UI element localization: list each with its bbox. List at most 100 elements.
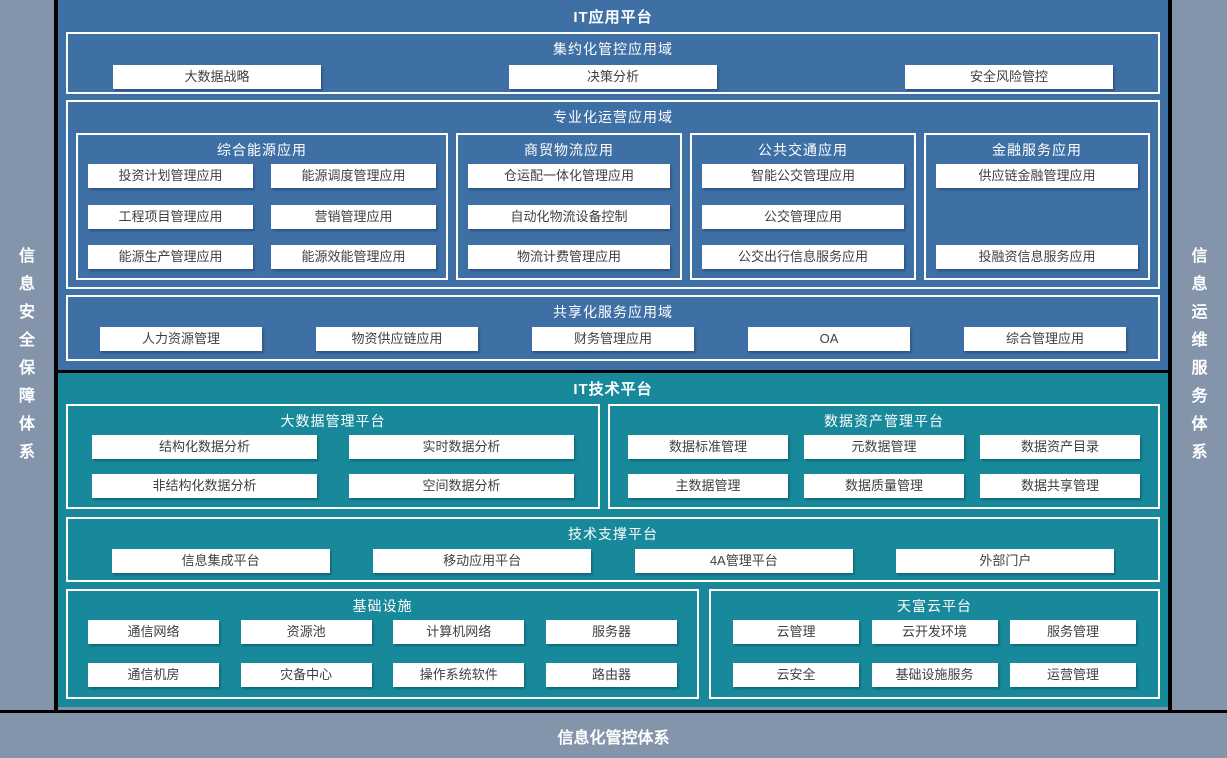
app-item: 公交管理应用 bbox=[702, 204, 904, 229]
tech-item: 路由器 bbox=[545, 663, 677, 687]
tech-item: 数据共享管理 bbox=[980, 474, 1140, 498]
domain-title: 专业化运营应用域 bbox=[553, 109, 673, 125]
tech-item: 服务器 bbox=[545, 620, 677, 644]
app-item: 大数据战略 bbox=[113, 65, 321, 89]
left-frame-security-system: 信息安全保障体系 bbox=[0, 0, 54, 710]
tech-row-data-platforms: 大数据管理平台 结构化数据分析 实时数据分析 非结构化数据分析 空间数据分析 数… bbox=[66, 404, 1160, 509]
item-pair: 工程项目管理应用 营销管理应用 bbox=[88, 204, 436, 229]
item-pair: 能源生产管理应用 能源效能管理应用 bbox=[88, 245, 436, 269]
app-item: 自动化物流设备控制 bbox=[468, 204, 670, 229]
app-item: 工程项目管理应用 bbox=[88, 204, 253, 229]
group-body: 供应链金融管理应用 投融资信息服务应用 bbox=[936, 164, 1138, 269]
domain-items-row: 人力资源管理 物资供应链应用 财务管理应用 OA 综合管理应用 bbox=[68, 326, 1158, 360]
domain-items-row: 大数据战略 决策分析 安全风险管控 bbox=[68, 63, 1158, 97]
section-title: 数据资产管理平台 bbox=[824, 413, 944, 429]
tech-item: 运营管理 bbox=[1010, 663, 1136, 687]
section-tech-support-platform: 技术支撑平台 信息集成平台 移动应用平台 4A管理平台 外部门户 bbox=[66, 517, 1160, 582]
app-item: 能源生产管理应用 bbox=[88, 245, 253, 269]
tech-item: 非结构化数据分析 bbox=[92, 474, 317, 498]
item-triple: 云安全 基础设施服务 运营管理 bbox=[733, 663, 1136, 687]
item-pair: 结构化数据分析 实时数据分析 bbox=[92, 435, 574, 459]
section-title: 技术支撑平台 bbox=[568, 526, 658, 542]
section-infrastructure: 基础设施 通信网络 资源池 计算机网络 服务器 通信机房 灾备中心 操作系统软件 bbox=[66, 589, 699, 699]
tech-item: 灾备中心 bbox=[240, 663, 372, 687]
item-quad: 通信机房 灾备中心 操作系统软件 路由器 bbox=[88, 663, 677, 687]
tech-item: 云开发环境 bbox=[871, 620, 998, 644]
domain-groups-row: 综合能源应用 投资计划管理应用 能源调度管理应用 工程项目管理应用 营销管理应用 bbox=[68, 131, 1158, 287]
it-tech-platform-panel: IT技术平台 大数据管理平台 结构化数据分析 实时数据分析 非结构化数据分析 空… bbox=[58, 373, 1168, 707]
bottom-frame-label: 信息化管控体系 bbox=[557, 729, 670, 747]
section-body: 结构化数据分析 实时数据分析 非结构化数据分析 空间数据分析 bbox=[92, 435, 574, 498]
tech-item: 外部门户 bbox=[896, 549, 1115, 573]
tech-item: 数据质量管理 bbox=[804, 474, 964, 498]
section-data-asset-management-platform: 数据资产管理平台 数据标准管理 元数据管理 数据资产目录 主数据管理 数据质量管… bbox=[608, 404, 1160, 509]
it-app-platform-panel: IT应用平台 集约化管控应用域 大数据战略 决策分析 安全风险管控 专业化运营应… bbox=[58, 0, 1168, 373]
tech-item: 数据标准管理 bbox=[628, 435, 788, 459]
app-item: 物资供应链应用 bbox=[316, 327, 478, 351]
section-title: 基础设施 bbox=[352, 598, 413, 614]
group-title: 金融服务应用 bbox=[992, 142, 1082, 158]
section-body: 数据标准管理 元数据管理 数据资产目录 主数据管理 数据质量管理 数据共享管理 bbox=[628, 435, 1140, 498]
app-item: 安全风险管控 bbox=[905, 65, 1113, 89]
app-item: 公交出行信息服务应用 bbox=[702, 245, 904, 269]
it-app-platform-title: IT应用平台 bbox=[573, 8, 653, 26]
domain-title: 集约化管控应用域 bbox=[553, 41, 673, 57]
tech-item: 操作系统软件 bbox=[393, 663, 525, 687]
app-item: 投融资信息服务应用 bbox=[936, 245, 1138, 269]
tech-item: 结构化数据分析 bbox=[92, 435, 317, 459]
tech-item: 主数据管理 bbox=[628, 474, 788, 498]
domain-shared-services: 共享化服务应用域 人力资源管理 物资供应链应用 财务管理应用 OA 综合管理应用 bbox=[66, 295, 1160, 361]
app-item: 决策分析 bbox=[509, 65, 717, 89]
tech-item: 云管理 bbox=[733, 620, 859, 644]
tech-item: 4A管理平台 bbox=[634, 549, 853, 573]
tech-item: 元数据管理 bbox=[804, 435, 964, 459]
app-item: 能源调度管理应用 bbox=[271, 164, 436, 188]
it-tech-platform-title: IT技术平台 bbox=[573, 381, 653, 398]
tech-item: 通信机房 bbox=[88, 663, 219, 687]
item-quad: 通信网络 资源池 计算机网络 服务器 bbox=[88, 620, 677, 644]
group-body: 智能公交管理应用 公交管理应用 公交出行信息服务应用 bbox=[702, 164, 904, 269]
app-item: 智能公交管理应用 bbox=[702, 164, 904, 188]
section-items-row: 信息集成平台 移动应用平台 4A管理平台 外部门户 bbox=[68, 548, 1158, 582]
app-item: 物流计费管理应用 bbox=[468, 245, 670, 269]
tech-item: 基础设施服务 bbox=[871, 663, 998, 687]
app-item: 综合管理应用 bbox=[964, 327, 1126, 351]
tech-item: 资源池 bbox=[240, 620, 372, 644]
group-title: 商贸物流应用 bbox=[524, 142, 614, 158]
tech-item: 计算机网络 bbox=[393, 620, 525, 644]
tech-item: 服务管理 bbox=[1010, 620, 1136, 644]
group-body: 仓运配一体化管理应用 自动化物流设备控制 物流计费管理应用 bbox=[468, 164, 670, 269]
group-financial-services: 金融服务应用 供应链金融管理应用 投融资信息服务应用 bbox=[924, 133, 1150, 280]
item-triple: 数据标准管理 元数据管理 数据资产目录 bbox=[628, 435, 1140, 459]
app-item: 人力资源管理 bbox=[100, 327, 262, 351]
app-item: OA bbox=[748, 327, 910, 351]
group-public-transport: 公共交通应用 智能公交管理应用 公交管理应用 公交出行信息服务应用 bbox=[690, 133, 916, 280]
tech-item: 通信网络 bbox=[88, 620, 219, 644]
section-bigdata-management-platform: 大数据管理平台 结构化数据分析 实时数据分析 非结构化数据分析 空间数据分析 bbox=[66, 404, 600, 509]
app-item: 能源效能管理应用 bbox=[271, 245, 436, 269]
group-title: 综合能源应用 bbox=[217, 142, 307, 158]
group-body: 投资计划管理应用 能源调度管理应用 工程项目管理应用 营销管理应用 能源生产管理… bbox=[88, 164, 436, 269]
section-body: 通信网络 资源池 计算机网络 服务器 通信机房 灾备中心 操作系统软件 路由器 bbox=[88, 620, 677, 687]
section-tianfu-cloud-platform: 天富云平台 云管理 云开发环境 服务管理 云安全 基础设施服务 运营管理 bbox=[709, 589, 1160, 699]
app-item: 营销管理应用 bbox=[271, 204, 436, 229]
domain-specialized-operation: 专业化运营应用域 综合能源应用 投资计划管理应用 能源调度管理应用 工程项目管理… bbox=[66, 100, 1160, 289]
left-frame-label: 信息安全保障体系 bbox=[18, 248, 35, 461]
tech-item: 移动应用平台 bbox=[373, 549, 592, 573]
group-integrated-energy: 综合能源应用 投资计划管理应用 能源调度管理应用 工程项目管理应用 营销管理应用 bbox=[76, 133, 448, 280]
tech-row-infrastructure: 基础设施 通信网络 资源池 计算机网络 服务器 通信机房 灾备中心 操作系统软件 bbox=[66, 589, 1160, 699]
domain-intensive-control: 集约化管控应用域 大数据战略 决策分析 安全风险管控 bbox=[66, 32, 1160, 94]
domain-title: 共享化服务应用域 bbox=[553, 304, 673, 320]
section-title: 天富云平台 bbox=[897, 598, 972, 614]
app-item: 仓运配一体化管理应用 bbox=[468, 164, 670, 188]
tech-item: 信息集成平台 bbox=[111, 549, 330, 573]
tech-item: 云安全 bbox=[733, 663, 859, 687]
tech-item: 实时数据分析 bbox=[349, 435, 574, 459]
app-item: 财务管理应用 bbox=[532, 327, 694, 351]
group-trade-logistics: 商贸物流应用 仓运配一体化管理应用 自动化物流设备控制 物流计费管理应用 bbox=[456, 133, 682, 280]
group-title: 公共交通应用 bbox=[758, 142, 848, 158]
item-pair: 投资计划管理应用 能源调度管理应用 bbox=[88, 164, 436, 188]
app-item: 供应链金融管理应用 bbox=[936, 164, 1138, 188]
section-title: 大数据管理平台 bbox=[280, 413, 386, 429]
